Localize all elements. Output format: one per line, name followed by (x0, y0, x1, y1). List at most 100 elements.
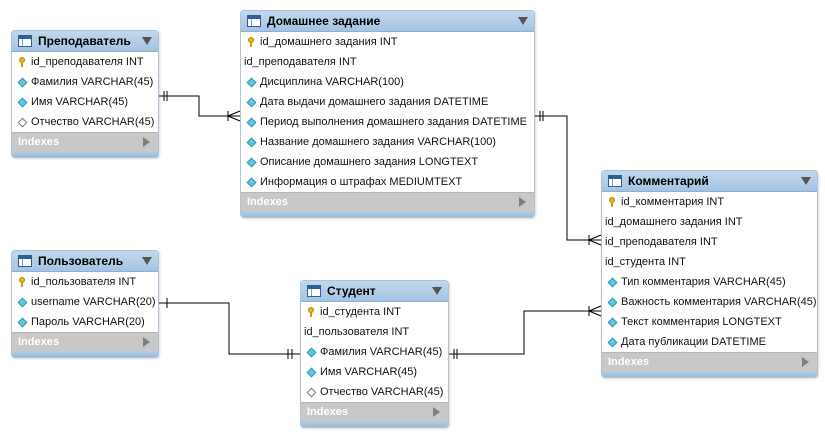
column-diamond-icon (606, 277, 618, 287)
column-diamond-icon (16, 97, 28, 107)
table-header[interactable]: Пользователь (12, 251, 158, 272)
primary-key-icon (16, 57, 28, 67)
table-bottom-bar (12, 351, 158, 357)
column-label: id_пользователя INT (304, 326, 410, 338)
expand-arrow-icon[interactable] (802, 357, 809, 367)
column-row[interactable]: Отчество VARCHAR(45) (301, 382, 448, 402)
column-row[interactable]: Текст комментария LONGTEXT (602, 312, 817, 332)
collapse-caret-icon[interactable] (142, 257, 152, 265)
expand-arrow-icon[interactable] (143, 137, 150, 147)
column-diamond-icon (245, 157, 257, 167)
table-user[interactable]: Пользователь id_пользователя INT username … (11, 250, 159, 358)
indexes-section[interactable]: Indexes (241, 192, 534, 211)
column-row[interactable]: Дата публикации DATETIME (602, 332, 817, 352)
column-label: Фамилия VARCHAR(45) (31, 76, 154, 88)
many-cardinality-mark (588, 234, 602, 241)
column-row[interactable]: username VARCHAR(20) (12, 292, 158, 312)
column-label: Информация о штрафах MEDIUMTEXT (260, 176, 463, 188)
table-header[interactable]: Комментарий (602, 171, 817, 192)
collapse-caret-icon[interactable] (142, 37, 152, 45)
column-label: id_домашнего задания INT (605, 216, 743, 228)
many-cardinality-mark (588, 310, 602, 317)
column-label: Имя VARCHAR(45) (31, 96, 129, 108)
column-label: Описание домашнего задания LONGTEXT (260, 156, 479, 168)
table-comment[interactable]: Комментарий id_комментария INT id_домашнег… (601, 170, 818, 378)
column-row[interactable]: Пароль VARCHAR(20) (12, 312, 158, 332)
column-row[interactable]: Имя VARCHAR(45) (12, 92, 158, 112)
column-diamond-icon (16, 317, 28, 327)
primary-key-icon (606, 197, 618, 207)
column-diamond-icon (245, 177, 257, 187)
table-bottom-bar (301, 421, 448, 427)
column-label: Дата выдачи домашнего задания DATETIME (260, 96, 489, 108)
indexes-section[interactable]: Indexes (12, 132, 158, 151)
indexes-label: Indexes (307, 406, 348, 418)
table-icon (18, 255, 32, 267)
column-diamond-icon (606, 297, 618, 307)
column-list: id_преподавателя INT Фамилия VARCHAR(45) И… (12, 52, 158, 132)
column-row[interactable]: id_студента INT (602, 252, 817, 272)
column-row[interactable]: Название домашнего задания VARCHAR(100) (241, 132, 534, 152)
expand-arrow-icon[interactable] (519, 197, 526, 207)
table-header[interactable]: Преподаватель (12, 31, 158, 52)
column-row[interactable]: id_пользователя INT (12, 272, 158, 292)
column-row[interactable]: id_преподавателя INT (241, 52, 534, 72)
column-diamond-icon (245, 97, 257, 107)
column-diamond-icon (606, 317, 618, 327)
primary-key-icon (16, 277, 28, 287)
collapse-caret-icon[interactable] (518, 17, 528, 25)
expand-arrow-icon[interactable] (433, 407, 440, 417)
table-icon (608, 175, 622, 187)
column-diamond-icon (305, 347, 317, 357)
column-label: id_студента INT (320, 306, 401, 318)
column-row[interactable]: id_домашнего задания INT (602, 212, 817, 232)
indexes-section[interactable]: Indexes (12, 332, 158, 351)
column-list: id_пользователя INT username VARCHAR(20) П… (12, 272, 158, 332)
expand-arrow-icon[interactable] (143, 337, 150, 347)
column-row[interactable]: id_студента INT (301, 302, 448, 322)
table-student[interactable]: Студент id_студента INT id_пользователя IN… (300, 280, 449, 428)
indexes-section[interactable]: Indexes (301, 402, 448, 421)
column-list: id_комментария INT id_домашнего задания I… (602, 192, 817, 352)
primary-key-icon (305, 307, 317, 317)
column-row[interactable]: Описание домашнего задания LONGTEXT (241, 152, 534, 172)
column-row[interactable]: Фамилия VARCHAR(45) (12, 72, 158, 92)
column-row[interactable]: Дата выдачи домашнего задания DATETIME (241, 92, 534, 112)
column-label: Текст комментария LONGTEXT (621, 316, 782, 328)
column-row[interactable]: Информация о штрафах MEDIUMTEXT (241, 172, 534, 192)
table-header[interactable]: Студент (301, 281, 448, 302)
column-label: username VARCHAR(20) (31, 296, 156, 308)
column-row[interactable]: id_преподавателя INT (12, 52, 158, 72)
column-label: Пароль VARCHAR(20) (31, 316, 145, 328)
table-title: Пользователь (38, 254, 124, 268)
column-label: Отчество VARCHAR(45) (31, 116, 155, 128)
collapse-caret-icon[interactable] (801, 177, 811, 185)
column-row[interactable]: id_домашнего задания INT (241, 32, 534, 52)
column-row[interactable]: Дисциплина VARCHAR(100) (241, 72, 534, 92)
many-cardinality-mark (588, 305, 602, 312)
column-row[interactable]: Фамилия VARCHAR(45) (301, 342, 448, 362)
column-row[interactable]: Период выполнения домашнего задания DATE… (241, 112, 534, 132)
column-label: Фамилия VARCHAR(45) (320, 346, 443, 358)
collapse-caret-icon[interactable] (432, 287, 442, 295)
indexes-label: Indexes (247, 196, 288, 208)
column-row[interactable]: id_комментария INT (602, 192, 817, 212)
column-row[interactable]: Важность комментария VARCHAR(45) (602, 292, 817, 312)
column-label: Отчество VARCHAR(45) (320, 386, 444, 398)
nullable-column-diamond-icon (16, 117, 28, 127)
table-header[interactable]: Домашнее задание (241, 11, 534, 32)
column-row[interactable]: Отчество VARCHAR(45) (12, 112, 158, 132)
column-row[interactable]: id_пользователя INT (301, 322, 448, 342)
column-row[interactable]: Тип комментария VARCHAR(45) (602, 272, 817, 292)
table-title: Комментарий (628, 174, 709, 188)
column-label: Дата публикации DATETIME (621, 336, 766, 348)
relationship-homework-comment (534, 115, 601, 241)
column-list: id_студента INT id_пользователя INT Фамили… (301, 302, 448, 402)
column-row[interactable]: id_преподавателя INT (602, 232, 817, 252)
indexes-section[interactable]: Indexes (602, 352, 817, 371)
column-row[interactable]: Имя VARCHAR(45) (301, 362, 448, 382)
